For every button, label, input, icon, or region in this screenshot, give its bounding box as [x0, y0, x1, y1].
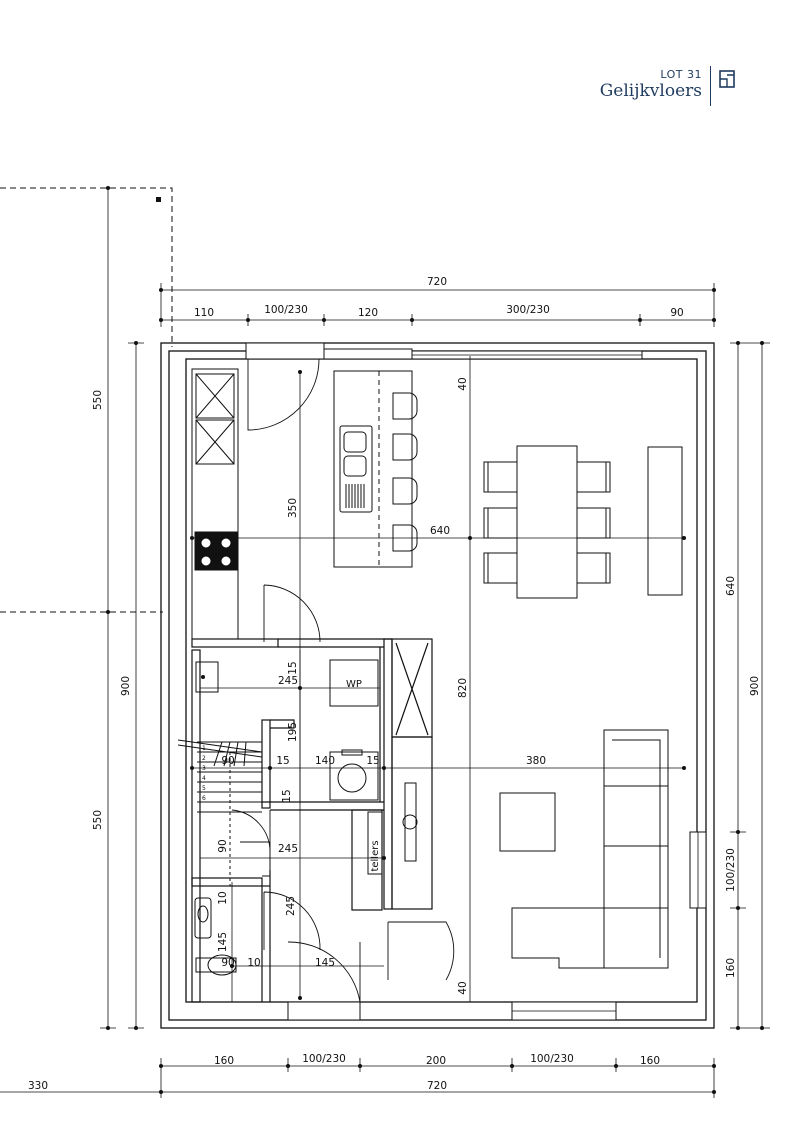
dim-hall-depth: 195: [287, 722, 299, 742]
floor-name: Gelijkvloers: [599, 81, 702, 101]
dim-top-1: 110: [194, 307, 214, 319]
dim-left-3: 550: [92, 810, 104, 830]
dimension-chains: [0, 187, 770, 1098]
dim-kitchen-depth: 350: [287, 498, 299, 518]
boundary-marker: [156, 197, 161, 202]
toilet-room: [194, 897, 237, 976]
label-heatpump: WP: [346, 679, 362, 690]
tv-unit: [402, 782, 418, 862]
stair-step-4: 4: [202, 775, 206, 782]
dim-top-clear: 40: [457, 377, 469, 390]
dining-table: [483, 445, 611, 599]
dim-wall-2: 15: [366, 755, 379, 767]
dim-top-total: 720: [427, 276, 447, 288]
dim-bottom-4: 100/230: [530, 1053, 574, 1065]
sideboard: [647, 446, 683, 596]
floorplan-icon: [719, 70, 735, 88]
utility-sink: [195, 661, 219, 693]
dim-living-depth: 820: [457, 678, 469, 698]
lot-number: LOT 31: [660, 68, 702, 81]
dim-bottom-clear: 40: [457, 981, 469, 994]
sofa: [511, 729, 669, 969]
dim-wall-1: 15: [276, 755, 289, 767]
dim-bottom-5: 160: [640, 1055, 660, 1067]
stair-step-2: 2: [202, 755, 206, 762]
dim-entry-width: 145: [315, 957, 335, 969]
dim-stair-width-lower: 90: [217, 839, 229, 852]
stair-step-6: 6: [202, 795, 206, 802]
coffee-table: [499, 792, 556, 852]
interior-walls: [191, 638, 433, 1003]
meter-cupboard: [367, 811, 383, 875]
dim-left-1: 550: [92, 390, 104, 410]
dim-laundry-width: 140: [315, 755, 335, 767]
title-block: LOT 31 Gelijkvloers: [600, 68, 702, 101]
door-swings: [231, 358, 455, 1003]
label-meters: tellers: [370, 840, 381, 871]
dim-right-3: 160: [725, 958, 737, 978]
dim-right-outer: 900: [749, 676, 761, 696]
dim-stair-width: 90: [221, 755, 234, 767]
dim-bottom-left: 330: [28, 1080, 48, 1092]
exterior-walls: [160, 342, 715, 1029]
dim-wall-3: 15: [281, 789, 293, 802]
dim-top-2: 100/230: [264, 304, 308, 316]
dim-wc-wall-2: 10: [247, 957, 260, 969]
dim-wc-wall: 10: [217, 891, 229, 904]
title-divider: [710, 66, 711, 106]
dim-top-4: 300/230: [506, 304, 550, 316]
dim-wc-width: 90: [221, 957, 234, 969]
dim-left-2: 900: [120, 676, 132, 696]
plot-boundary: [0, 187, 173, 613]
dim-top-3: 120: [358, 307, 378, 319]
dim-right-1: 640: [725, 576, 737, 596]
stair-step-3: 3: [202, 765, 206, 772]
dim-top-5: 90: [670, 307, 683, 319]
dim-wall-4: 15: [287, 661, 299, 674]
dim-bottom-1: 160: [214, 1055, 234, 1067]
kitchen-counter: [191, 368, 239, 640]
dim-wc-depth: 145: [217, 932, 229, 952]
interior-dimension-lines: [192, 356, 684, 1002]
dim-right-2: 100/230: [725, 848, 737, 892]
stair-step-1: 1: [202, 745, 206, 752]
dim-entry-depth: 245: [285, 896, 297, 916]
stair-step-5: 5: [202, 785, 206, 792]
dim-bottom-total: 720: [427, 1080, 447, 1092]
dim-seating-width: 380: [526, 755, 546, 767]
dim-bottom-3: 200: [426, 1055, 446, 1067]
windows: [245, 342, 707, 1021]
kitchen-island: [333, 370, 418, 568]
dim-hall-width: 245: [278, 675, 298, 687]
laundry: [329, 659, 379, 801]
dim-bottom-2: 100/230: [302, 1053, 346, 1065]
dim-passage-width: 245: [278, 843, 298, 855]
dim-living-width: 640: [430, 525, 450, 537]
